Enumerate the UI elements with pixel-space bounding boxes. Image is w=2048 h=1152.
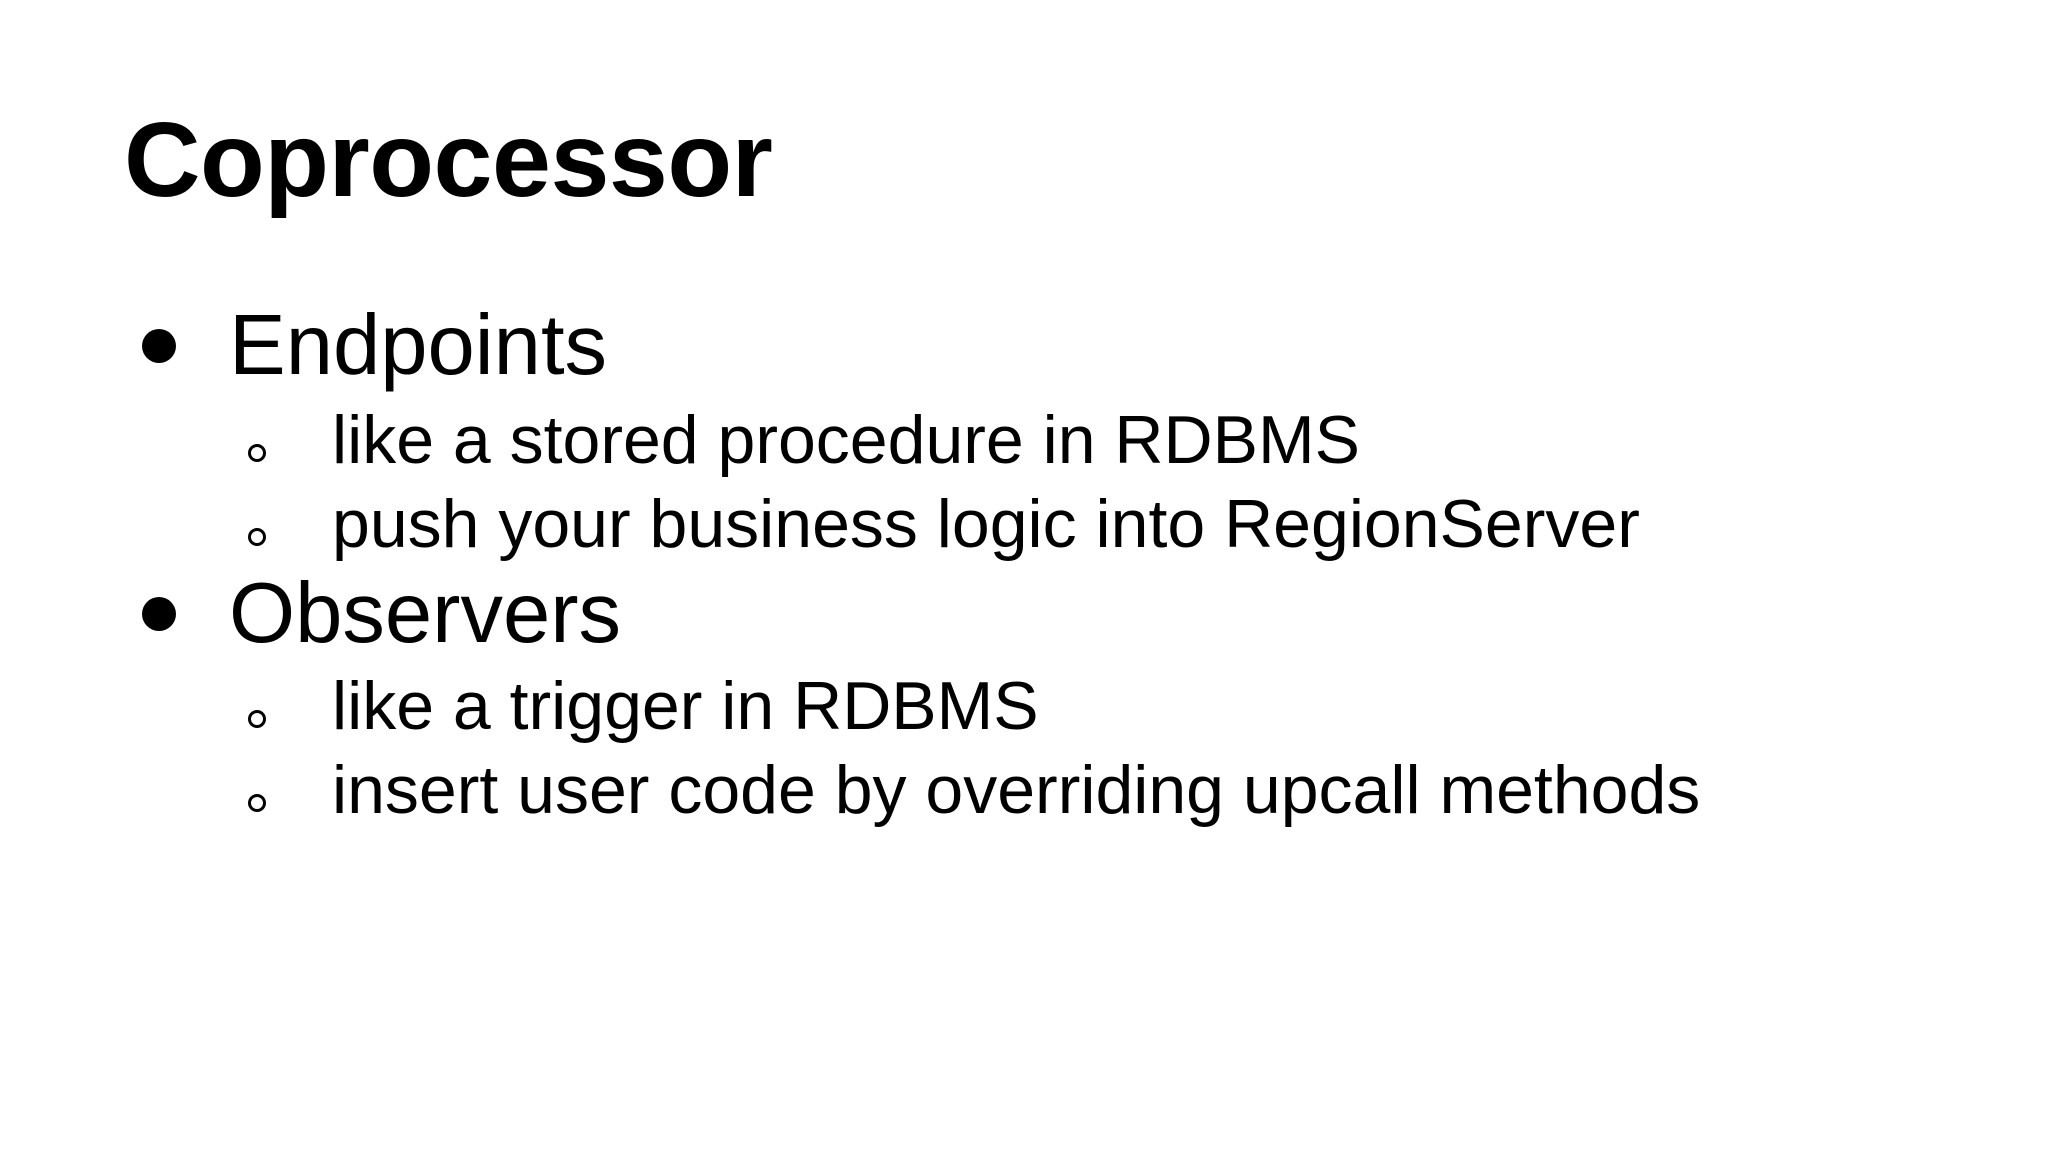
bullet-label: Observers <box>229 566 622 661</box>
filled-bullet-icon <box>142 329 176 363</box>
sub-bullet: insert user code by overriding upcall me… <box>248 750 1798 830</box>
bullet-endpoints: Endpoints <box>142 296 1342 396</box>
hollow-bullet-icon <box>248 794 266 812</box>
bullet-label: Endpoints <box>229 298 608 393</box>
sub-bullet: like a stored procedure in RDBMS <box>248 400 1748 480</box>
sub-bullet-label: insert user code by overriding upcall me… <box>332 752 1701 828</box>
bullet-observers: Observers <box>142 564 1342 664</box>
sub-bullet-label: like a stored procedure in RDBMS <box>332 402 1361 478</box>
hollow-bullet-icon <box>248 444 266 462</box>
hollow-bullet-icon <box>248 528 266 546</box>
sub-bullet-label: like a trigger in RDBMS <box>332 668 1039 744</box>
slide-title: Coprocessor <box>124 101 773 219</box>
hollow-bullet-icon <box>248 710 266 728</box>
sub-bullet: like a trigger in RDBMS <box>248 666 1748 746</box>
sub-bullet: push your business logic into RegionServ… <box>248 484 1748 564</box>
sub-bullet-label: push your business logic into RegionServ… <box>332 486 1640 562</box>
filled-bullet-icon <box>142 597 176 631</box>
